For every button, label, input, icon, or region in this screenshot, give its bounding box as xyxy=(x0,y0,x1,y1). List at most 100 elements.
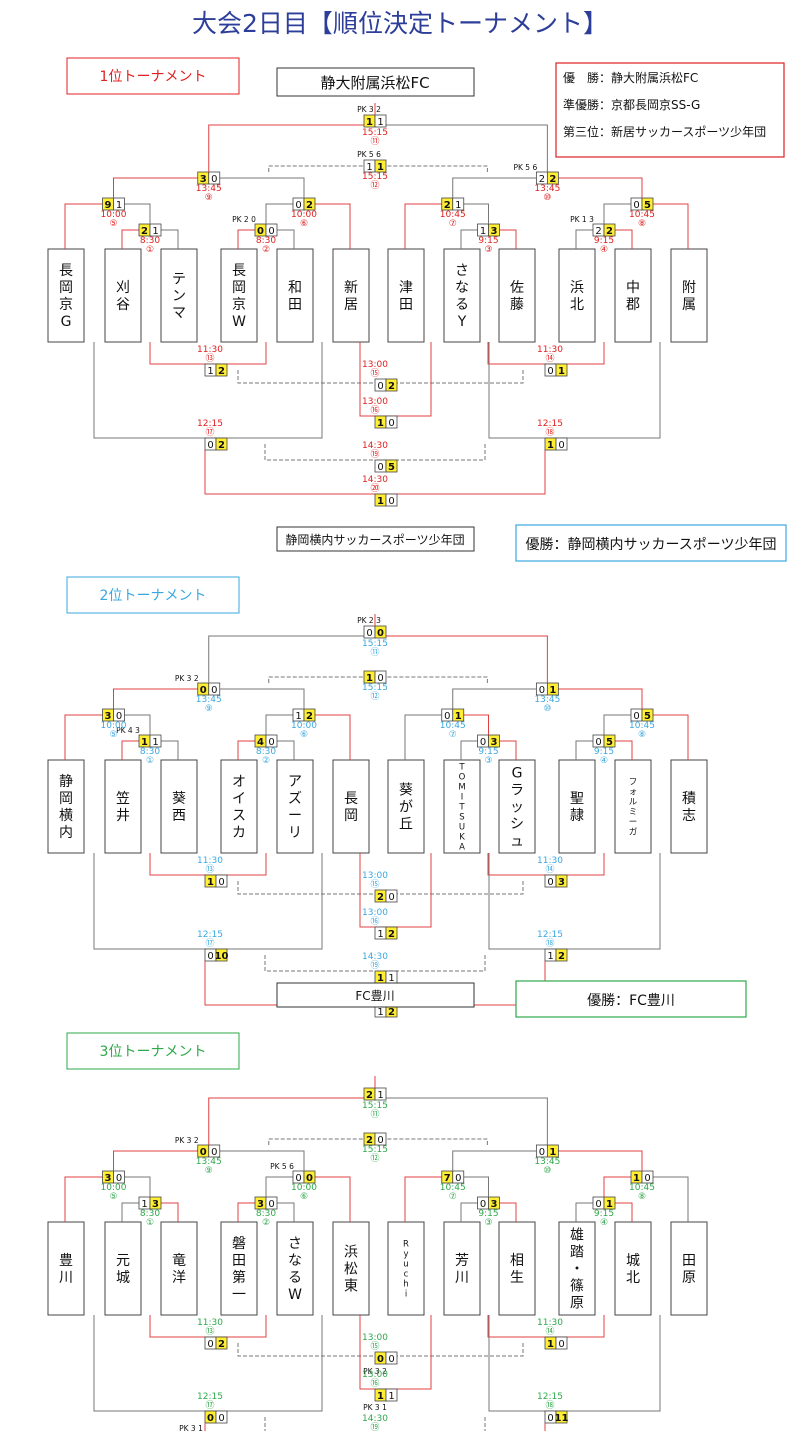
bracket-line xyxy=(642,1176,689,1222)
bracket-line xyxy=(452,177,548,198)
score: 0 xyxy=(377,1354,384,1365)
team-name: 芳川 xyxy=(455,1252,469,1286)
bracket-line xyxy=(488,342,545,439)
score-box xyxy=(452,1170,465,1184)
match-number: ⑫ xyxy=(370,180,379,191)
score-box xyxy=(149,734,162,748)
score-box xyxy=(385,378,398,392)
team-name: 竜洋 xyxy=(172,1252,186,1286)
score: 3 xyxy=(257,1199,264,1210)
team-name-char: 北 xyxy=(570,297,584,313)
team-name-char: T xyxy=(458,762,465,772)
score: 0 xyxy=(200,1147,207,1158)
score-box xyxy=(641,1170,654,1184)
team-name-char: y xyxy=(403,1249,408,1259)
team-name-char: 元 xyxy=(116,1253,130,1269)
bracket-line xyxy=(375,1097,548,1145)
score: 0 xyxy=(633,200,639,211)
score: 1 xyxy=(377,496,384,507)
match-time: 14:30 xyxy=(362,1414,388,1424)
team-name-char: 芳 xyxy=(455,1252,469,1269)
match-time: 13:45 xyxy=(534,184,560,194)
team-name-char: 生 xyxy=(510,1270,524,1286)
team-name: 相生 xyxy=(510,1253,524,1286)
bracket-line xyxy=(205,853,323,950)
summary-box xyxy=(515,524,787,562)
summary-box xyxy=(515,980,747,1018)
bracket-line xyxy=(375,165,488,172)
team-name-char: W xyxy=(288,1287,302,1303)
match-time: 8:30 xyxy=(256,1209,276,1219)
score: 1 xyxy=(366,117,373,128)
score: 0 xyxy=(377,673,383,684)
score-box xyxy=(641,708,654,722)
team-name-char: 積 xyxy=(682,791,696,807)
match-number: ⑪ xyxy=(370,1109,379,1120)
team-box xyxy=(387,1221,425,1316)
bracket-line xyxy=(488,853,545,950)
team-box xyxy=(220,248,258,343)
score-box xyxy=(215,948,228,962)
match-time: 12:15 xyxy=(197,930,223,940)
team-name-char: U xyxy=(459,822,465,832)
score: 2 xyxy=(388,381,395,392)
team-name: 静岡横内 xyxy=(59,774,73,841)
match-time: 10:00 xyxy=(101,210,127,220)
score: 3 xyxy=(152,1199,159,1210)
team-box xyxy=(558,248,596,343)
score-box xyxy=(265,1196,278,1210)
score: 2 xyxy=(539,174,545,185)
bracket-line xyxy=(237,881,375,895)
score: 1 xyxy=(377,1007,383,1018)
bracket-line xyxy=(268,165,375,172)
summary-line: 優勝：FC豊川 xyxy=(587,993,675,1009)
match-number: ⑰ xyxy=(205,938,214,949)
score-box xyxy=(603,1196,616,1210)
team-box xyxy=(104,759,142,854)
score: 2 xyxy=(444,200,451,211)
team-name-char: 静 xyxy=(59,774,73,790)
champion-name: 静岡横内サッカースポーツ少年団 xyxy=(285,533,464,547)
summary-line: 準優勝：京都長岡京SS-G xyxy=(563,97,700,112)
team-name-char: マ xyxy=(172,305,186,321)
score: 0 xyxy=(547,366,553,377)
page-title: 大会2日目【順位決定トーナメント】 xyxy=(192,9,608,38)
score: 1 xyxy=(377,973,384,984)
team-name-char: 原 xyxy=(570,1295,584,1311)
score: 1 xyxy=(377,1090,383,1101)
match-number: ⑤ xyxy=(109,1192,117,1202)
score: 2 xyxy=(558,951,565,962)
team-name-char: 長 xyxy=(344,791,358,807)
match-number: ⑪ xyxy=(370,647,379,658)
match-time: 10:00 xyxy=(101,721,127,731)
match-time: 15:15 xyxy=(362,172,388,182)
score-box xyxy=(603,734,616,748)
team-box xyxy=(498,1221,536,1316)
bracket-line xyxy=(484,1417,486,1431)
score: 0 xyxy=(388,1354,394,1365)
team-box xyxy=(160,759,198,854)
bracket-line xyxy=(545,853,661,950)
score-box xyxy=(385,493,398,507)
bracket-line xyxy=(487,853,545,876)
match-number: ② xyxy=(262,1218,270,1228)
team-name-char: 川 xyxy=(59,1270,73,1286)
team-name-char: 第 xyxy=(232,1269,246,1286)
score-box xyxy=(374,670,387,684)
score: 0 xyxy=(377,381,383,392)
match-time: 11:30 xyxy=(197,856,223,866)
tournament-2: 2位トーナメント静岡横内サッカースポーツ少年団優勝：静岡横内サッカースポーツ少年… xyxy=(47,524,787,1018)
team-name: 刈谷 xyxy=(116,280,130,313)
team-box xyxy=(160,1221,198,1316)
score: 0 xyxy=(377,462,383,473)
match-number: ⑦ xyxy=(449,730,457,740)
team-name-char: 佐 xyxy=(510,280,524,296)
team-name-char: 岡 xyxy=(59,280,73,296)
match-number: ④ xyxy=(600,756,608,766)
team-name-char: 長 xyxy=(59,263,73,279)
score: 2 xyxy=(388,929,395,940)
match-number: ② xyxy=(262,756,270,766)
score: 3 xyxy=(491,1199,498,1210)
